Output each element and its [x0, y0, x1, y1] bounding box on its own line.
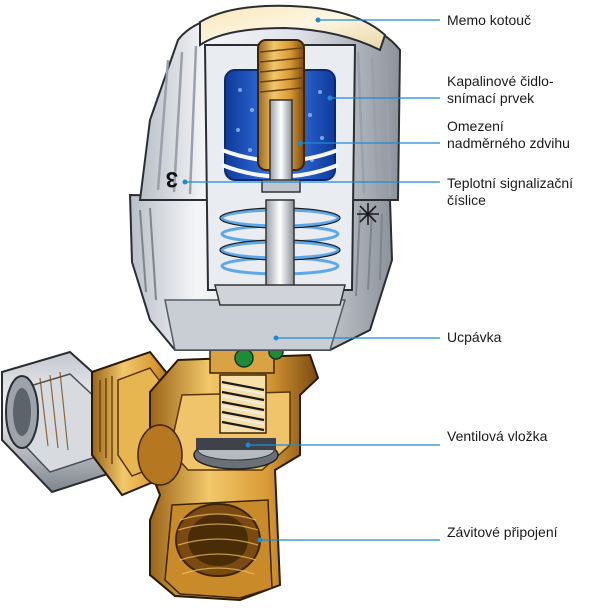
dial-digit: 3	[166, 167, 178, 192]
label-valve-insert: Ventilová vložka	[447, 428, 547, 445]
label-stroke-limiter: Omezení nadměrného zdvihu	[447, 118, 570, 152]
label-memo-disc: Memo kotouč	[447, 12, 531, 29]
label-temperature-digits: Teplotní signalizační číslice	[447, 175, 573, 209]
label-memo-text: Memo kotouč	[447, 12, 532, 28]
label-stroke-limiter-line2: nadměrného zdvihu	[447, 135, 570, 151]
leader-lines	[182, 17, 440, 543]
label-gland: Ucpávka	[447, 329, 501, 346]
thermostat-head: 3	[128, 4, 402, 351]
label-liquid-sensor-line1: Kapalinové čidlo-	[447, 73, 554, 89]
memo-disc	[199, 4, 387, 52]
label-liquid-sensor-line2: snímací prvek	[447, 90, 535, 106]
label-gland-text: Ucpávka	[447, 329, 502, 345]
label-threaded-connection: Závitové připojení	[447, 524, 558, 541]
label-temperature-digits-line2: číslice	[447, 192, 486, 208]
label-temperature-digits-line1: Teplotní signalizační	[447, 175, 574, 191]
label-valve-insert-text: Ventilová vložka	[447, 428, 548, 444]
label-liquid-sensor: Kapalinové čidlo- snímací prvek	[447, 73, 554, 107]
snowflake-icon	[357, 203, 379, 225]
inlet-pipe	[0, 350, 122, 494]
label-stroke-limiter-line1: Omezení	[447, 118, 504, 134]
label-threaded-connection-text: Závitové připojení	[447, 524, 558, 540]
